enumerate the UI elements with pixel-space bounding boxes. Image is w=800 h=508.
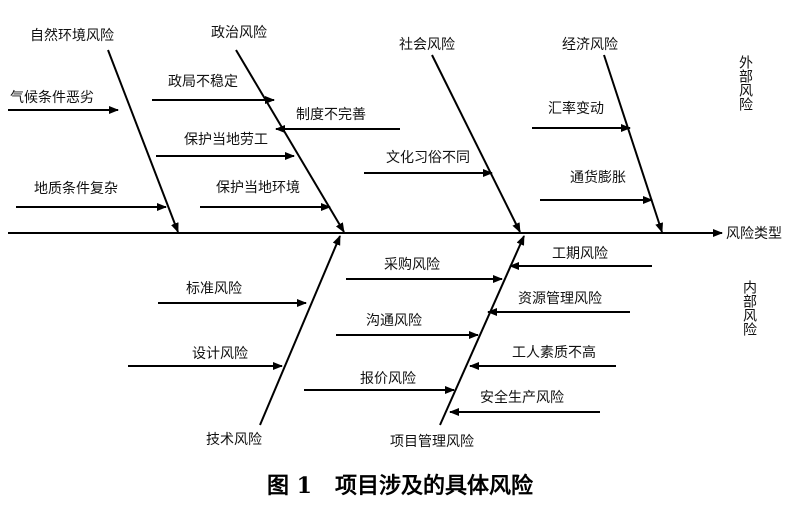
cause-label-communication: 沟通风险 [366,313,422,329]
bone-technical [259,235,341,426]
cause-label-design: 设计风险 [192,346,248,362]
bone-social [431,54,521,233]
branch-label-project-management: 项目管理风险 [390,434,474,450]
cause-label-resource-management: 资源管理风险 [518,291,602,307]
cause-label-protect-labor: 保护当地劳工 [184,132,268,148]
cause-label-climate: 气候条件恶劣 [10,89,94,106]
spine-label: 风险类型 [726,226,782,242]
cause-label-protect-environment: 保护当地环境 [216,180,300,196]
branch-label-natural-environment: 自然环境风险 [30,27,114,44]
cause-label-safety: 安全生产风险 [480,389,564,406]
cause-label-culture: 文化习俗不同 [386,150,470,166]
cause-label-procurement: 采购风险 [384,257,440,273]
side-label-external: 外部风险 [737,55,753,111]
cause-label-geology: 地质条件复杂 [34,180,118,197]
cause-label-worker-quality: 工人素质不高 [512,344,596,361]
branch-label-technical: 技术风险 [206,432,262,448]
figure-caption: 图 1 项目涉及的具体风险 [267,473,534,499]
cause-label-quotation: 报价风险 [360,371,416,387]
side-label-internal: 内部风险 [741,280,757,336]
cause-label-schedule: 工期风险 [552,246,608,262]
cause-label-exchange-rate: 汇率变动 [548,100,604,117]
cause-label-unstable-politics: 政局不稳定 [168,74,238,90]
branch-label-social: 社会风险 [399,37,455,53]
branch-label-political: 政治风险 [211,25,267,41]
bone-political [235,49,345,233]
bone-economic [603,54,663,233]
bone-natural-environment [107,49,179,233]
cause-label-standard: 标准风险 [186,281,242,297]
cause-label-imperfect-system: 制度不完善 [296,107,366,123]
cause-label-inflation: 通货膨胀 [570,169,626,186]
branch-label-economic: 经济风险 [562,37,618,53]
